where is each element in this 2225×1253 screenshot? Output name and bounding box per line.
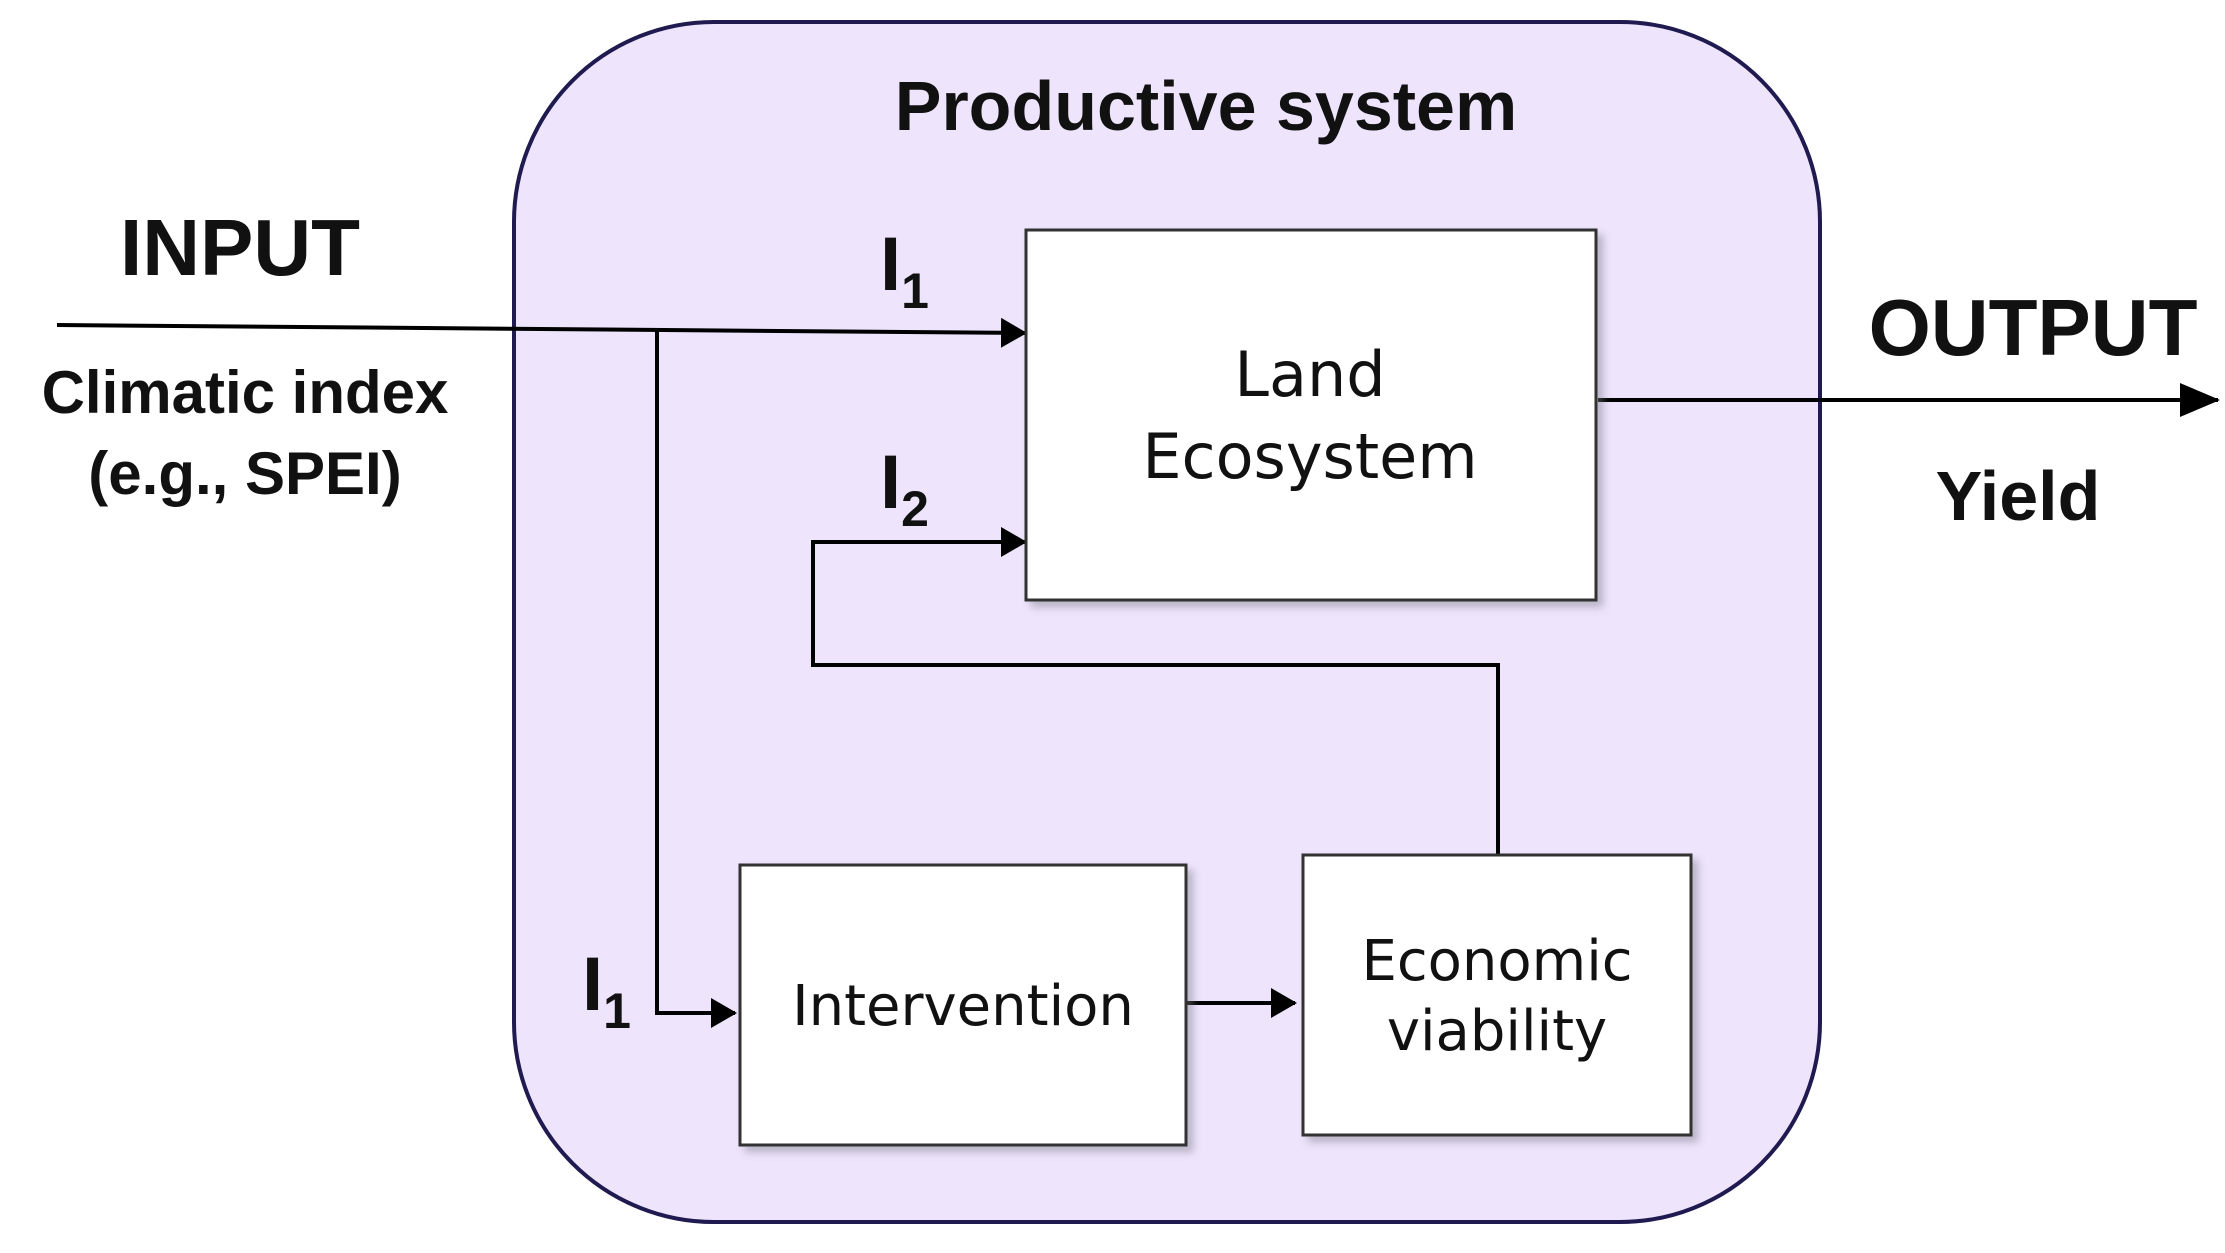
input-branch-to-intervention [655, 329, 737, 1028]
signal-i1-bottom-letter: I [582, 942, 603, 1027]
productive-system-title: Productive system [895, 67, 1517, 145]
signal-i1-top-letter: I [880, 222, 901, 307]
input-example-spei: (e.g., SPEI) [88, 440, 401, 507]
input-climatic-index: Climatic index [42, 359, 449, 426]
signal-i1-top: I1 [880, 222, 929, 319]
feedback-economic-to-land [811, 527, 1500, 855]
input-heading: INPUT [120, 203, 360, 292]
output-heading: OUTPUT [1869, 283, 2198, 372]
intervention-box [738, 863, 1188, 1147]
economic-viability-label-line1: Economic [1361, 929, 1632, 994]
economic-viability-label-line2: viability [1387, 999, 1607, 1064]
input-arrow [56, 317, 1027, 348]
signal-i2-subscript: 2 [901, 481, 929, 537]
land-ecosystem-box [1024, 228, 1598, 602]
signal-i2-letter: I [880, 440, 901, 525]
signal-i1-bottom-subscript: 1 [603, 983, 631, 1039]
intervention-label: Intervention [792, 974, 1134, 1039]
land-ecosystem-label-line2: Ecosystem [1142, 420, 1477, 493]
land-ecosystem-label-line1: Land [1234, 338, 1385, 411]
signal-i1-top-subscript: 1 [901, 263, 929, 319]
economic-viability-box [1301, 853, 1693, 1137]
signal-i1-bottom: I1 [582, 942, 631, 1039]
output-yield: Yield [1936, 457, 2101, 535]
signal-i2: I2 [880, 440, 929, 537]
